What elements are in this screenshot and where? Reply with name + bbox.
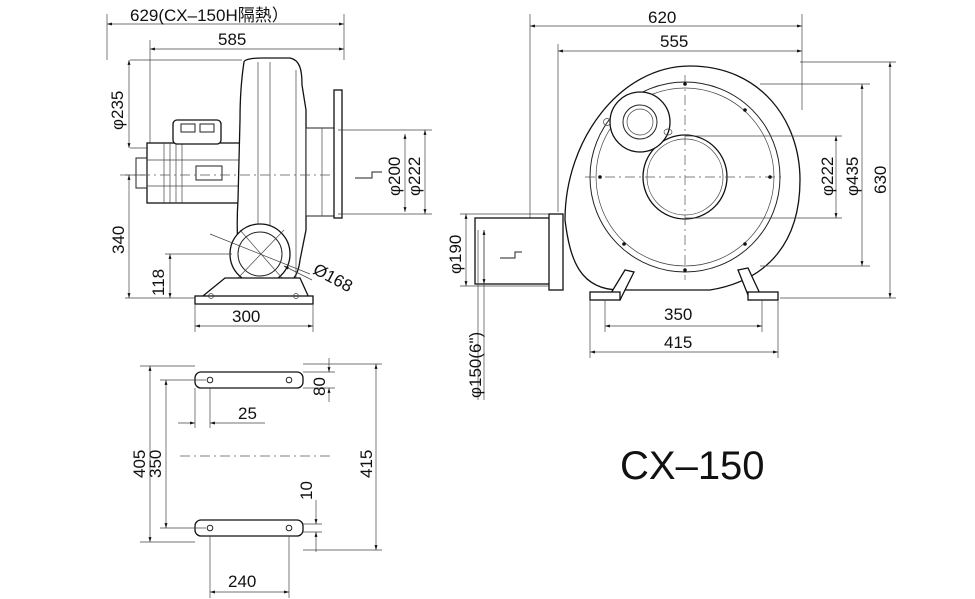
dim-outlet-dia: φ150(6") xyxy=(466,332,485,398)
dim-flange-dia: φ190 xyxy=(446,235,465,274)
dim-overall-width: 620 xyxy=(648,8,676,27)
dim-length: 585 xyxy=(218,30,246,49)
dim-outer-dia: φ435 xyxy=(843,157,862,196)
dim-slot: 10 xyxy=(297,481,316,500)
dim-outlet-inner: φ200 xyxy=(385,157,404,196)
dim-outlet-outer: φ222 xyxy=(405,157,424,196)
dim-inlet-height: 118 xyxy=(149,269,168,296)
front-view: 620 555 xyxy=(446,8,896,400)
side-view: 629(CX–150H隔熱） 585 xyxy=(106,6,432,332)
dim-width: 555 xyxy=(660,32,688,51)
dim-hole-depth: 350 xyxy=(146,450,165,478)
dim-foot-width: 80 xyxy=(310,377,329,396)
dim-bolt-span: 350 xyxy=(664,305,692,324)
dim-inlet-dia: Ø168 xyxy=(310,260,356,296)
dim-center-height: 340 xyxy=(109,226,128,254)
dim-total-depth: 405 xyxy=(130,450,149,478)
dim-base-width: 300 xyxy=(232,307,260,326)
model-label: CX–150 xyxy=(620,444,765,488)
dim-motor-dia: φ235 xyxy=(108,91,127,130)
dim-overall-depth: 415 xyxy=(357,450,376,478)
dim-length: 240 xyxy=(228,572,256,591)
dim-height: 630 xyxy=(871,166,890,194)
base-plan-view: 80 25 405 350 415 10 240 xyxy=(130,358,382,598)
dim-overall-length: 629(CX–150H隔熱） xyxy=(130,6,289,25)
dim-offset: 25 xyxy=(238,404,257,423)
dim-inner-dia: φ222 xyxy=(818,157,837,196)
dim-base-span: 415 xyxy=(664,333,692,352)
